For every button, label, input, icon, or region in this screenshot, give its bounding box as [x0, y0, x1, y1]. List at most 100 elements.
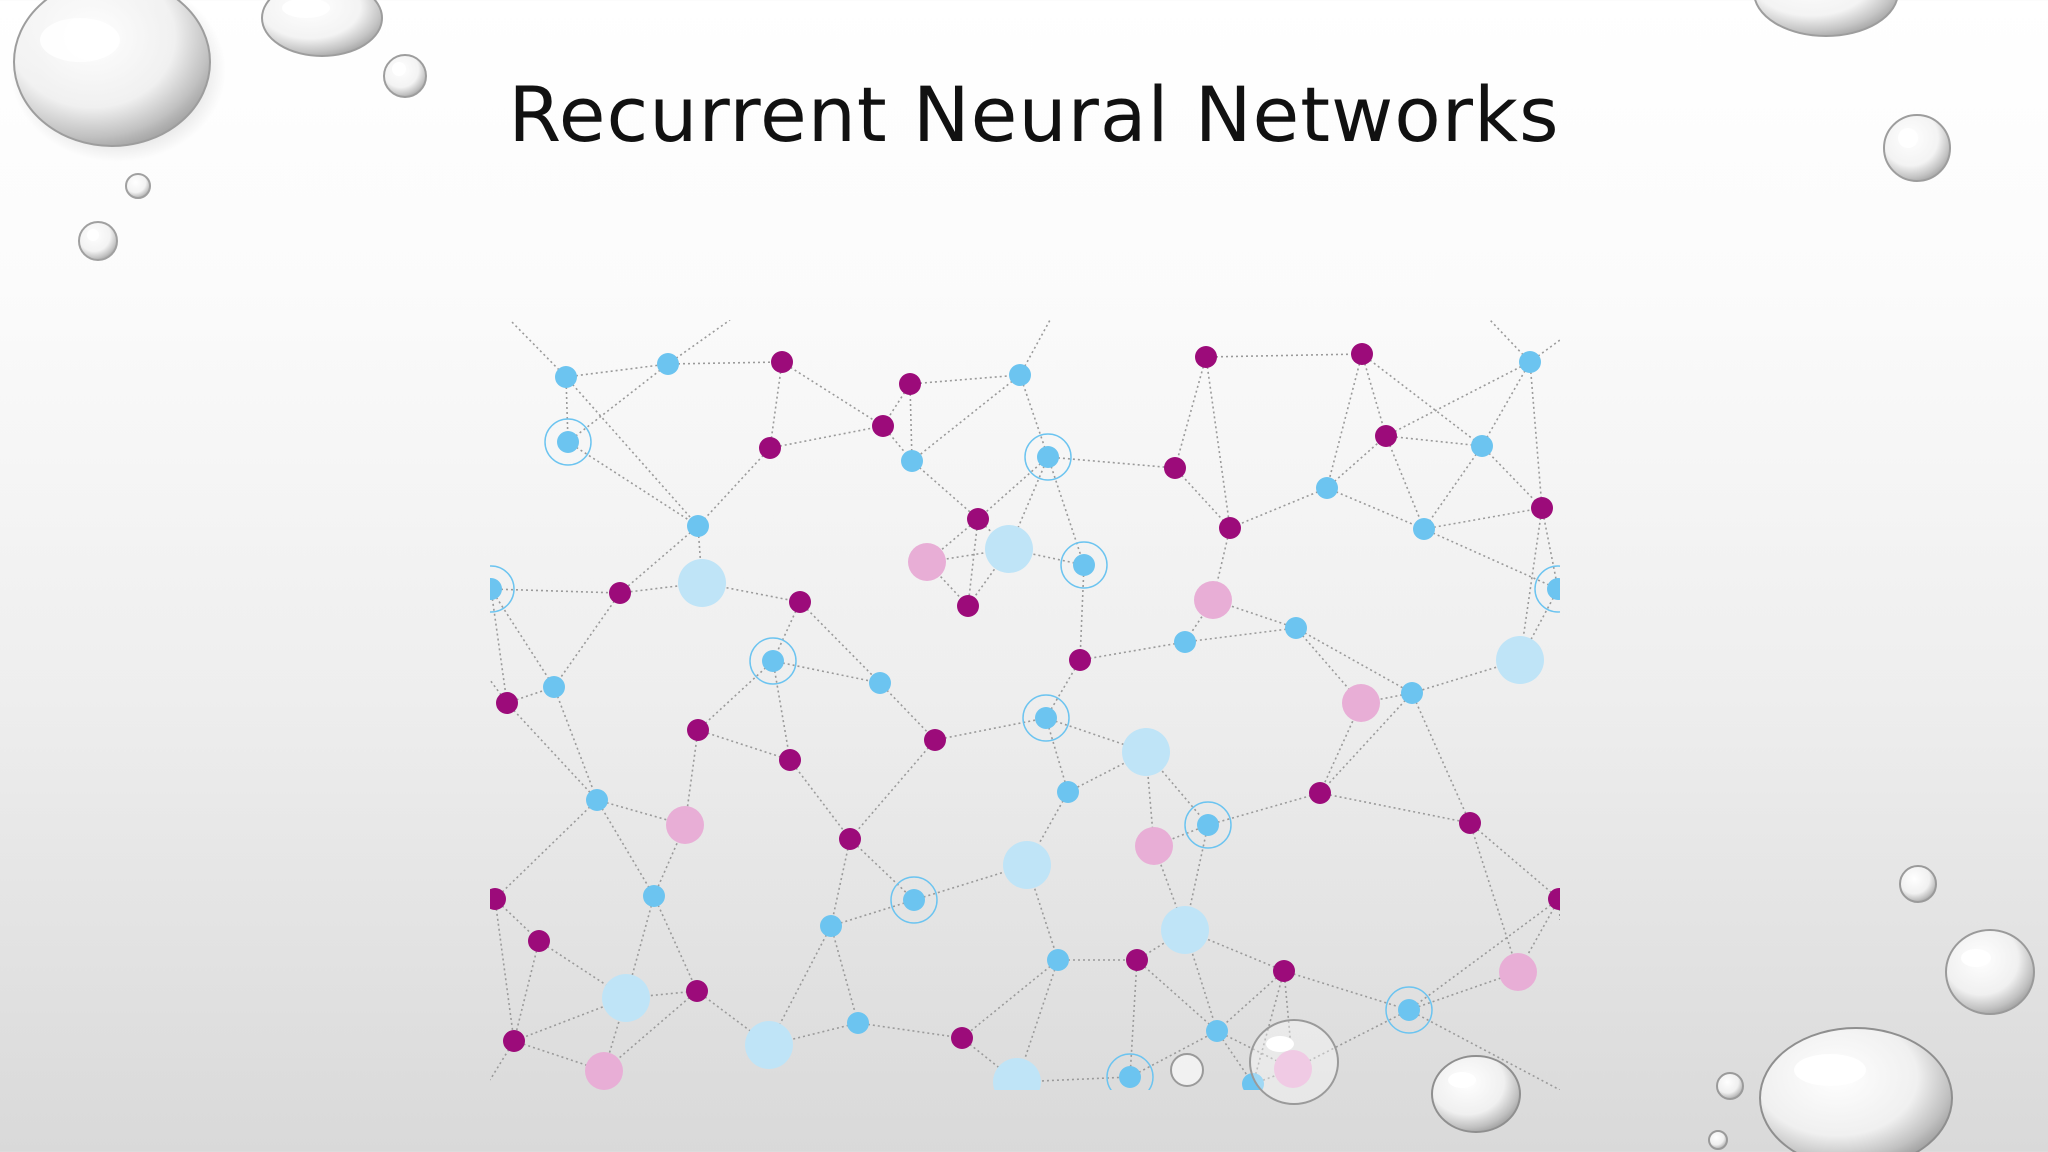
network-node-magenta	[1351, 343, 1373, 365]
network-node-ring	[1022, 694, 1070, 742]
network-node-blue	[657, 353, 679, 375]
network-edge	[513, 1040, 605, 1072]
network-node-ring	[490, 565, 515, 613]
network-node-magenta	[1531, 497, 1553, 519]
network-edge	[1079, 564, 1085, 661]
network-edge	[1045, 717, 1069, 793]
network-node-blue	[1197, 814, 1219, 836]
network-edge	[1008, 456, 1049, 550]
network-edge	[1295, 627, 1413, 694]
network-edge	[909, 383, 913, 462]
network-node-magenta	[1219, 517, 1241, 539]
droplet-bottom-right-medium	[1945, 929, 2035, 1015]
network-node-magenta	[1164, 457, 1186, 479]
network-node-magenta	[686, 980, 708, 1002]
network-node-pink	[585, 1052, 623, 1090]
network-node-blue	[1037, 446, 1059, 468]
network-edge	[1047, 456, 1085, 566]
network-edge	[1136, 959, 1218, 1032]
network-node-magenta	[839, 828, 861, 850]
network-edge	[697, 447, 771, 527]
network-node-magenta	[490, 888, 506, 910]
network-node-magenta	[789, 591, 811, 613]
network-node-ring	[890, 876, 938, 924]
network-node-pink	[1274, 1050, 1312, 1088]
network-node-light-blue	[1003, 841, 1051, 889]
network-node-ring	[1024, 433, 1072, 481]
network-node-magenta	[967, 508, 989, 530]
network-edge	[513, 940, 540, 1042]
network-node-blue	[555, 366, 577, 388]
network-node-magenta	[899, 373, 921, 395]
network-edge	[1174, 356, 1207, 469]
network-node-magenta	[1069, 649, 1091, 671]
network-node-blue	[1413, 518, 1435, 540]
network-node-blue	[1519, 351, 1541, 373]
network-edge	[1319, 792, 1471, 824]
network-edge	[1408, 971, 1519, 1011]
network-edge	[1326, 487, 1425, 530]
network-edge	[684, 729, 699, 826]
network-edges	[490, 320, 1560, 1090]
network-node-blue	[557, 431, 579, 453]
network-node-magenta	[759, 437, 781, 459]
network-node-light-blue	[745, 1021, 793, 1069]
network-edge	[1385, 361, 1531, 437]
network-node-pink	[1194, 581, 1232, 619]
network-node-blue	[1073, 554, 1095, 576]
network-edge	[1016, 1076, 1131, 1083]
network-edge	[769, 361, 783, 449]
network-edge	[1411, 659, 1521, 694]
network-node-pink	[1499, 953, 1537, 991]
network-node-light-blue	[1161, 906, 1209, 954]
network-edge	[1529, 361, 1543, 509]
network-edge	[1045, 659, 1081, 719]
network-edge	[849, 838, 915, 901]
network-edge	[967, 518, 979, 607]
network-edge	[1423, 445, 1483, 530]
network-node-blue	[1401, 682, 1423, 704]
network-node-blue	[687, 515, 709, 537]
network-edge	[667, 320, 731, 365]
network-node-blue	[1242, 1073, 1264, 1090]
network-edge	[1469, 822, 1519, 973]
network-edge	[506, 702, 598, 801]
droplet-top-left-medium	[261, 0, 383, 57]
network-edge	[849, 739, 936, 840]
network-node-pink	[908, 543, 946, 581]
network-node-blue	[1547, 578, 1560, 600]
network-node-magenta	[951, 1027, 973, 1049]
network-edge	[1385, 435, 1483, 447]
network-edge	[1408, 898, 1560, 1011]
network-edge	[1385, 435, 1425, 530]
network-node-pink	[1135, 827, 1173, 865]
network-edge	[567, 441, 699, 527]
network-edge	[596, 799, 655, 897]
network-node-ring	[1184, 801, 1232, 849]
network-edge	[509, 320, 567, 378]
droplet-top-right-large	[1754, 0, 1898, 37]
network-edge	[1184, 599, 1214, 643]
network-edge	[789, 759, 851, 840]
network-edge	[1360, 692, 1413, 704]
network-edge	[911, 460, 979, 520]
network-node-magenta	[609, 582, 631, 604]
network-edge	[781, 361, 884, 427]
network-edge	[1481, 445, 1543, 509]
network-edge	[1361, 353, 1483, 447]
network-edge	[697, 729, 791, 761]
network-edge	[934, 717, 1047, 741]
network-edge	[1026, 791, 1069, 866]
droplet-top-left-small-2	[125, 173, 151, 199]
slide-title: Recurrent Neural Networks	[508, 70, 1560, 159]
network-edge	[879, 682, 936, 741]
network-node-blue	[643, 885, 665, 907]
droplet-bottom-right-small-1	[1899, 865, 1937, 903]
network-edge	[553, 686, 598, 801]
network-edge	[603, 990, 698, 1072]
network-node-ring	[1534, 565, 1560, 613]
network-edge	[1469, 822, 1560, 900]
network-edge	[567, 363, 669, 443]
network-edge	[490, 588, 621, 594]
network-node-magenta	[1273, 960, 1295, 982]
